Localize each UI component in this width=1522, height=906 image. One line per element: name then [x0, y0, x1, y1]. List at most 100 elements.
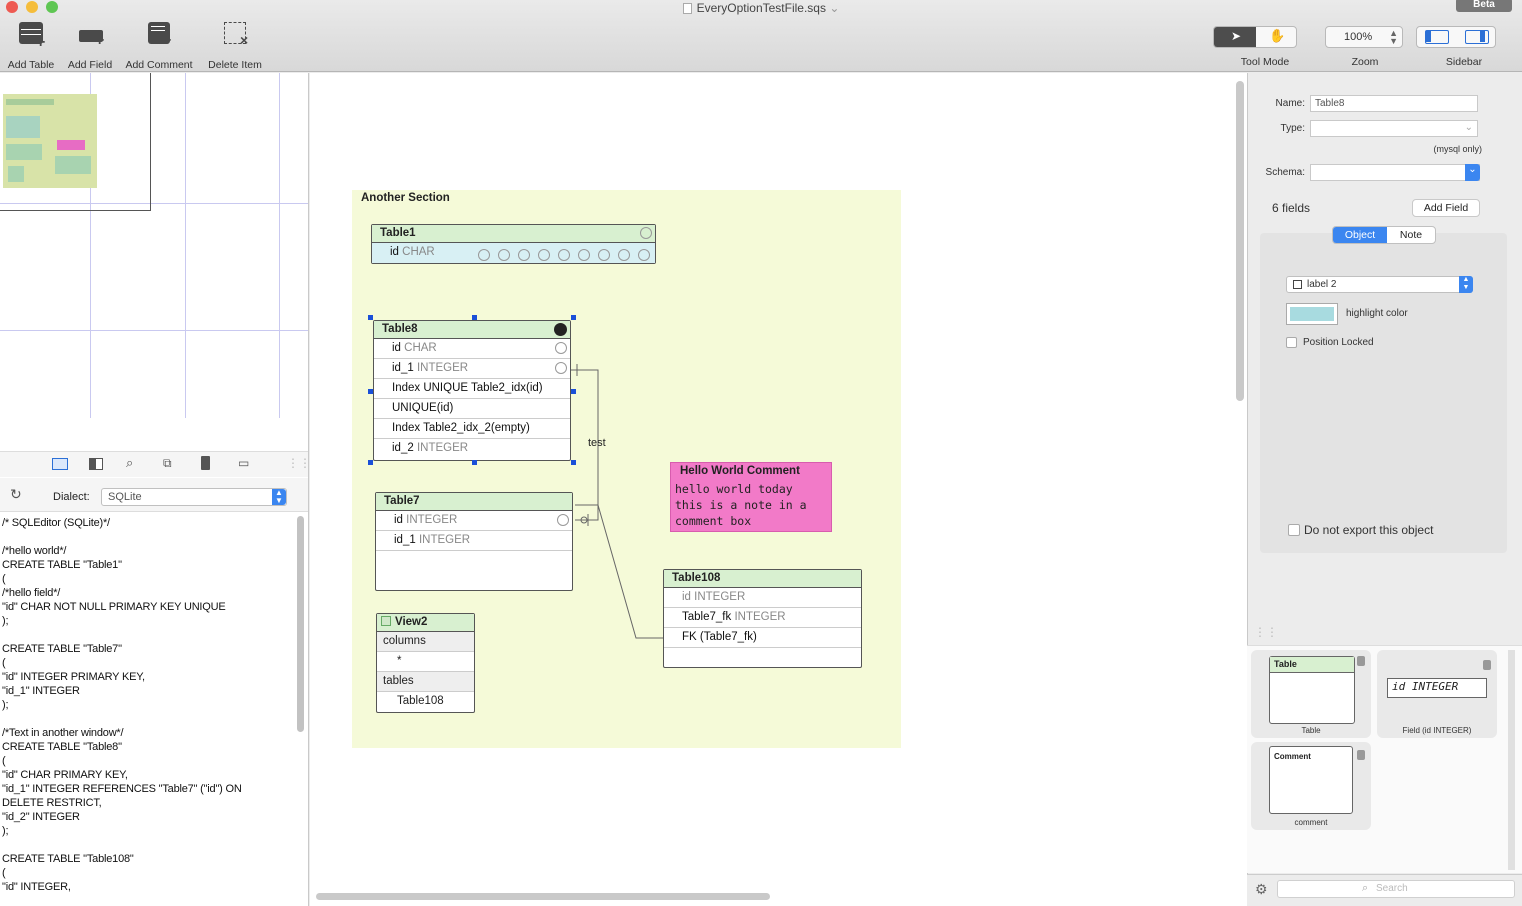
label-select[interactable]: label 2 ▲▼ [1286, 276, 1473, 293]
field-row-id[interactable]: id CHAR [372, 243, 655, 263]
library-item-table[interactable]: Table Table [1251, 650, 1371, 738]
resize-handle-icon[interactable]: ⋮⋮ [287, 456, 311, 470]
sql-editor[interactable]: /* SQLEditor (SQLite)*/ /*hello world*/ … [2, 517, 242, 893]
index-row[interactable]: Index Table2_idx_2(empty) [374, 419, 570, 439]
dialect-select[interactable]: SQLite ▲▼ [101, 488, 287, 506]
field-row[interactable]: id CHAR [374, 339, 570, 359]
view-row[interactable]: Table108 [397, 695, 444, 707]
selection-handle[interactable] [472, 315, 477, 320]
selection-handle[interactable] [571, 460, 576, 465]
add-field-button[interactable]: + Add Field [55, 20, 125, 71]
chevron-down-icon[interactable]: ⌄ [829, 1, 840, 15]
chevron-down-icon: ⌄ [1465, 164, 1480, 181]
canvas-horizontal-scrollbar[interactable] [316, 893, 770, 900]
minimize-window-button[interactable] [26, 1, 38, 13]
selection-handle[interactable] [472, 460, 477, 465]
delete-item-button[interactable]: × Delete Item [200, 20, 270, 71]
selection-handle[interactable] [571, 389, 576, 394]
field-row[interactable]: Table7_fk INTEGER [664, 608, 861, 628]
pointer-mode-button[interactable]: ➤ [1214, 27, 1256, 47]
library-search-input[interactable]: ⌕ Search [1277, 880, 1515, 898]
library-scrollbar[interactable] [1508, 650, 1515, 870]
hierarchy-icon[interactable]: ⧉ [163, 456, 172, 470]
canvas-vertical-scrollbar[interactable] [1236, 81, 1244, 401]
tab-note[interactable]: Note [1399, 229, 1423, 241]
hand-mode-button[interactable]: ✋ [1256, 27, 1296, 47]
view-row[interactable]: tables [377, 672, 474, 692]
field-row[interactable]: id_2 INTEGER [392, 442, 469, 454]
table-table7[interactable]: Table7 id INTEGER id_1 INTEGER [375, 492, 573, 591]
close-window-button[interactable] [6, 1, 18, 13]
selection-handle[interactable] [368, 460, 373, 465]
resize-handle-icon[interactable]: ⋮⋮ [1254, 625, 1278, 639]
name-field[interactable]: Table8 [1310, 95, 1478, 112]
left-sidebar-toggle-icon[interactable] [1425, 30, 1449, 44]
lock-icon [1357, 750, 1365, 760]
schema-select[interactable]: ⌄ [1310, 164, 1480, 181]
flag-b-icon[interactable] [578, 249, 590, 261]
zoom-window-button[interactable] [46, 1, 58, 13]
view-view2[interactable]: View2 columns * tables Table108 [376, 613, 475, 713]
field-row[interactable]: id_1 INTEGER [376, 531, 572, 551]
sql-view-icon[interactable] [52, 458, 68, 470]
flag-i-icon[interactable] [518, 249, 530, 261]
position-locked-checkbox[interactable] [1286, 337, 1297, 348]
table-table8[interactable]: Table8 id CHAR id_1 INTEGER Index UNIQUE… [373, 320, 571, 461]
delete-icon: × [220, 20, 250, 48]
flag-a-icon[interactable] [598, 249, 610, 261]
dialect-row: ↻ Dialect: SQLite ▲▼ [0, 478, 308, 512]
do-not-export-checkbox[interactable] [1288, 524, 1300, 536]
arrow-cursor-icon: ➤ [1231, 29, 1242, 43]
key-icon [555, 342, 567, 354]
columns-view-icon[interactable] [89, 458, 103, 470]
highlight-color-well[interactable] [1286, 303, 1338, 325]
zoom-stepper[interactable]: 100% ▲▼ [1325, 26, 1403, 48]
highlight-color-label: highlight color [1346, 308, 1408, 319]
comment-box[interactable]: Hello World Comment hello world today th… [670, 462, 832, 532]
add-field-button[interactable]: Add Field [1412, 199, 1480, 217]
index-row[interactable]: UNIQUE(id) [374, 399, 570, 419]
selection-handle[interactable] [368, 315, 373, 320]
minimap-viewport[interactable] [0, 73, 151, 211]
field-row[interactable]: id_1 INTEGER [374, 359, 570, 379]
flag-n-icon[interactable] [618, 249, 630, 261]
key-icon [555, 362, 567, 374]
flag-u-icon[interactable] [538, 249, 550, 261]
add-comment-button[interactable]: + Add Comment [124, 20, 194, 71]
sql-scrollbar[interactable] [297, 516, 304, 732]
library-item-comment[interactable]: Comment comment [1251, 742, 1371, 830]
tab-object[interactable]: Object [1333, 227, 1387, 243]
note-icon[interactable] [554, 323, 567, 336]
select-arrows-icon: ▲▼ [272, 489, 286, 505]
stepper-arrows-icon[interactable]: ▲▼ [1389, 28, 1398, 46]
index-row[interactable]: Index UNIQUE Table2_idx(id) [374, 379, 570, 399]
bookmark-icon[interactable] [201, 456, 210, 470]
minimap[interactable] [0, 73, 308, 418]
type-select[interactable]: ⌄ [1310, 120, 1478, 137]
refresh-icon[interactable]: ↻ [10, 486, 22, 502]
add-comment-icon: + [144, 20, 174, 49]
right-sidebar-toggle-icon[interactable] [1465, 30, 1489, 44]
table-header: Table8 [374, 321, 570, 339]
field-row[interactable]: id INTEGER [664, 588, 861, 608]
flag-p-icon[interactable] [478, 249, 490, 261]
table-table1[interactable]: Table1 id CHAR [371, 224, 656, 264]
add-table-button[interactable]: + Add Table [0, 20, 66, 71]
gear-icon[interactable]: ⚙ [1255, 881, 1268, 897]
comment-icon[interactable]: ▭ [238, 456, 250, 470]
library-item-field[interactable]: id INTEGER Field (id INTEGER) [1377, 650, 1497, 738]
selection-handle[interactable] [368, 389, 373, 394]
view-row[interactable]: columns [377, 632, 474, 652]
table-table108[interactable]: Table108 id INTEGER Table7_fk INTEGER FK… [663, 569, 862, 668]
flag-t-icon[interactable] [498, 249, 510, 261]
window-title: EveryOptionTestFile.sqs ⌄ [0, 1, 1522, 15]
flag-z-icon[interactable] [558, 249, 570, 261]
search-icon[interactable]: ⌕ [126, 455, 134, 470]
note-icon[interactable] [640, 227, 652, 239]
flag-d-icon[interactable] [638, 249, 650, 261]
field-row[interactable]: id INTEGER [376, 511, 572, 531]
foreign-key-row[interactable]: FK (Table7_fk) [664, 628, 861, 648]
view-row[interactable]: * [377, 652, 474, 672]
selection-handle[interactable] [571, 315, 576, 320]
relation-label[interactable]: test [588, 437, 606, 449]
